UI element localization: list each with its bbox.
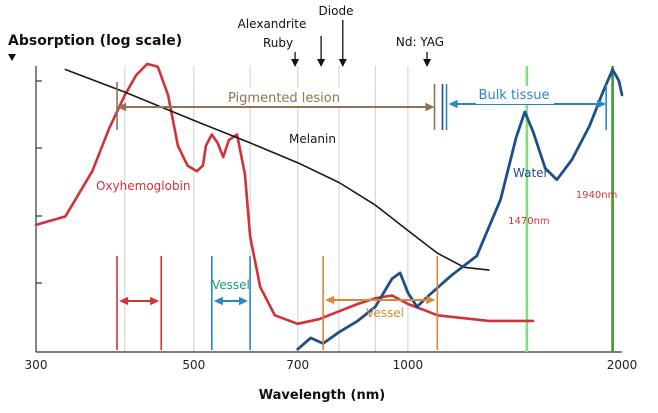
y-axis-title: Absorption (log scale) (8, 33, 182, 49)
laser-label-ruby: Ruby (263, 36, 293, 50)
x-tick-label-700: 700 (286, 358, 309, 372)
range-pigmented-label-bg (208, 88, 360, 106)
x-axis-title: Wavelength (nm) (259, 388, 385, 403)
range-vessel-blue-arrow-left (213, 296, 223, 306)
label-oxyhemoglobin: Oxyhemoglobin (96, 179, 191, 193)
laser-label-diode: Diode (319, 4, 354, 18)
vline-label-1470: 1470nm (508, 216, 550, 227)
y-axis-title-marker (8, 54, 16, 61)
laser-arrow-head-diode (338, 59, 347, 67)
label-water: Water (513, 166, 549, 180)
range-bulk-arrow-right (597, 99, 607, 109)
range-vessel-blue-arrow-right (239, 296, 249, 306)
range-vessel-orange-arrow-right (426, 295, 436, 305)
laser-arrow-head-alexandrite (317, 59, 326, 67)
label-melanin: Melanin (289, 132, 336, 146)
range-pigmented-arrow-left (117, 102, 127, 112)
laser-arrow-head-ruby (291, 59, 300, 67)
laser-label-ndyag: Nd: YAG (396, 35, 444, 49)
series-oxyhemoglobin (34, 62, 535, 326)
range-red-arrow-left (119, 296, 129, 306)
range-vessel-blue-label: Vessel (212, 278, 250, 292)
x-tick-label-2000: 2000 (607, 358, 638, 372)
series-water (296, 68, 624, 351)
range-bulk-arrow-left (448, 99, 458, 109)
x-tick-label-1000: 1000 (393, 358, 424, 372)
x-tick-label-500: 500 (182, 358, 205, 372)
range-bulk-label-bg (476, 86, 554, 104)
range-bulk-label: Bulk tissue (479, 88, 550, 103)
range-red-arrow-right (150, 296, 160, 306)
laser-arrow-head-ndyag (423, 59, 432, 67)
range-pigmented-arrow-right (425, 102, 435, 112)
range-vessel-orange-label: Vessel (366, 306, 404, 320)
range-vessel-orange-arrow-left (325, 295, 335, 305)
x-tick-label-300: 300 (25, 358, 48, 372)
range-pigmented-label: Pigmented lesion (228, 91, 340, 106)
vline-label-1940: 1940nm (576, 190, 618, 201)
laser-label-alexandrite: Alexandrite (238, 17, 307, 31)
series-melanin (64, 68, 490, 271)
